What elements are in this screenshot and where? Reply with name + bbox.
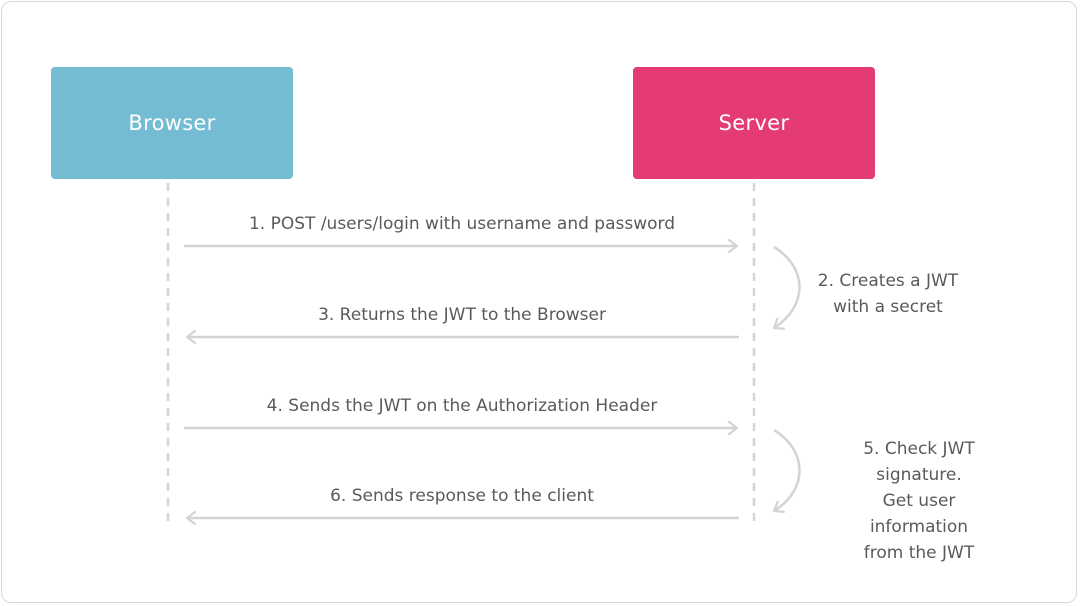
note-2-curve [774,245,801,328]
note-5-line: 5. Check JWT signature. [863,439,975,485]
server-actor-box: Server [633,67,875,179]
note-5-text: 5. Check JWT signature. Get user informa… [839,436,1000,566]
note-2-line: 2. Creates a JWT [817,271,959,291]
message-1-label: 1. POST /users/login with username and p… [248,214,676,234]
note-5-line: Get user information [869,491,969,537]
browser-actor-label: Browser [128,111,216,135]
note-2-text: 2. Creates a JWT with a secret [818,268,958,320]
browser-actor-box: Browser [51,67,293,179]
server-actor-label: Server [718,111,790,135]
message-3-label: 3. Returns the JWT to the Browser [318,305,606,325]
message-6-label: 6. Sends response to the client [330,486,594,506]
note-2-line: with a secret [833,297,943,317]
note-5-line: from the JWT [863,543,975,563]
note-5-curve [774,428,801,511]
message-4-label: 4. Sends the JWT on the Authorization He… [266,396,658,416]
